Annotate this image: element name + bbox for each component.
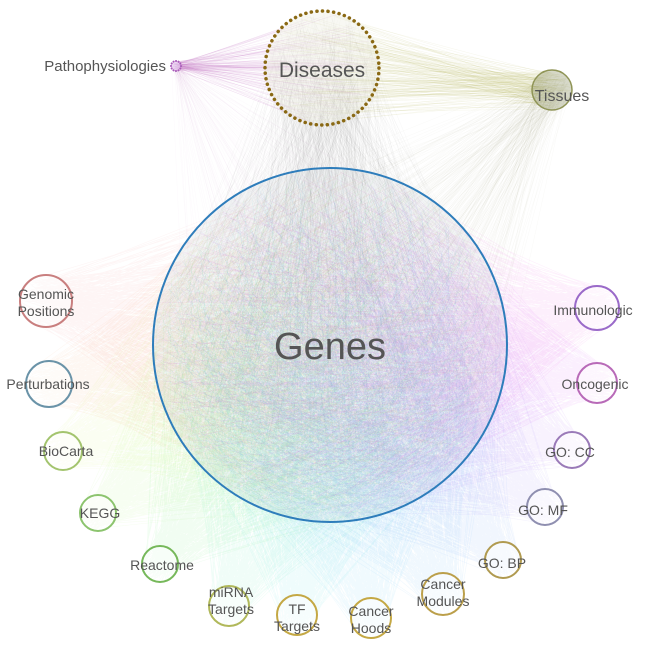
edge-bundle-cancer_modules-genes — [156, 169, 500, 615]
edge-bundle-biocarta-genes — [44, 181, 502, 512]
label-go_bp: GO: BP — [478, 555, 526, 571]
node-biocarta[interactable] — [43, 431, 83, 471]
edge-bundle-immunologic-genes — [156, 172, 619, 517]
edge-bundle-tissues-diseases — [265, 12, 572, 124]
edge-bundles — [20, 11, 619, 638]
label-go_mf: GO: MF — [518, 502, 568, 518]
edge-bundle-reactome-genes — [142, 170, 503, 582]
edge-bundle-oncogenic-genes — [154, 174, 617, 514]
node-circle-go_cc[interactable] — [553, 431, 591, 469]
node-circle-pathophysiologies[interactable] — [170, 60, 182, 72]
node-perturbations[interactable] — [25, 360, 73, 408]
node-reactome[interactable] — [141, 545, 179, 583]
edge-bundle-go_bp-genes — [157, 173, 521, 579]
node-circle-genes[interactable] — [152, 167, 508, 523]
node-circle-diseases[interactable] — [263, 9, 381, 127]
label-immunologic: Immunologic — [553, 302, 632, 318]
node-labels: Genes Diseases PathophysiologiesTissuesGen… — [6, 58, 632, 636]
edge-bundle-pathophysiologies-genes — [171, 61, 475, 517]
label-kegg: KEGG — [80, 505, 120, 521]
node-cancer_hoods[interactable] — [350, 597, 392, 639]
edge-bundle-go_mf-genes — [153, 174, 563, 525]
node-circle-cancer_hoods[interactable] — [350, 597, 392, 639]
edge-bundle-mirna_targets-genes — [164, 169, 504, 625]
node-go_mf[interactable] — [526, 488, 564, 526]
node-go_bp[interactable] — [484, 541, 522, 579]
node-circle-go_bp[interactable] — [484, 541, 522, 579]
edge-bundle-tf_targets-genes — [157, 180, 502, 635]
label-tissues: Tissues — [535, 88, 590, 105]
edge-bundle-diseases-genes — [154, 11, 504, 522]
edge-bundle-perturbations-genes — [26, 171, 502, 514]
node-immunologic[interactable] — [574, 285, 620, 331]
label-perturbations: Perturbations — [6, 376, 89, 392]
edge-bundle-tissues-genes — [154, 70, 571, 520]
node-circle-tf_targets[interactable] — [276, 594, 318, 636]
label-biocarta: BioCarta — [39, 443, 94, 459]
node-circle-genomic_positions[interactable] — [19, 274, 73, 328]
edge-bundle-go_cc-genes — [165, 184, 590, 520]
node-circle-immunologic[interactable] — [574, 285, 620, 331]
label-genes: Genes — [274, 326, 386, 368]
node-circle-cancer_modules[interactable] — [421, 572, 465, 616]
node-circle-biocarta[interactable] — [43, 431, 83, 471]
node-circle-tissues[interactable] — [531, 69, 573, 111]
node-diseases[interactable] — [263, 9, 381, 127]
node-circle-kegg[interactable] — [79, 494, 117, 532]
label-oncogenic: Oncogenic — [562, 376, 629, 392]
node-tf_targets[interactable] — [276, 594, 318, 636]
node-circle-mirna_targets[interactable] — [208, 585, 250, 627]
edge-bundle-pathophysiologies-diseases — [171, 13, 378, 125]
label-diseases: Diseases — [279, 59, 365, 82]
nodes — [19, 9, 620, 639]
label-pathophysiologies: Pathophysiologies — [44, 58, 166, 75]
node-genes[interactable] — [152, 167, 508, 523]
node-circle-oncogenic[interactable] — [576, 362, 618, 404]
node-circle-go_mf[interactable] — [526, 488, 564, 526]
node-tissues[interactable] — [531, 69, 573, 111]
node-oncogenic[interactable] — [576, 362, 618, 404]
label-reactome: Reactome — [130, 557, 194, 573]
edge-bundle-cancer_hoods-genes — [156, 171, 506, 638]
label-go_cc: GO: CC — [545, 444, 595, 460]
node-kegg[interactable] — [79, 494, 117, 532]
node-pathophysiologies[interactable] — [170, 60, 182, 72]
node-circle-perturbations[interactable] — [25, 360, 73, 408]
node-genomic_positions[interactable] — [19, 274, 73, 328]
edge-bundle-genomic_positions-genes — [20, 171, 507, 518]
node-circle-reactome[interactable] — [141, 545, 179, 583]
node-mirna_targets[interactable] — [208, 585, 250, 627]
node-cancer_modules[interactable] — [421, 572, 465, 616]
node-go_cc[interactable] — [553, 431, 591, 469]
edge-bundle-kegg-genes — [80, 180, 501, 531]
